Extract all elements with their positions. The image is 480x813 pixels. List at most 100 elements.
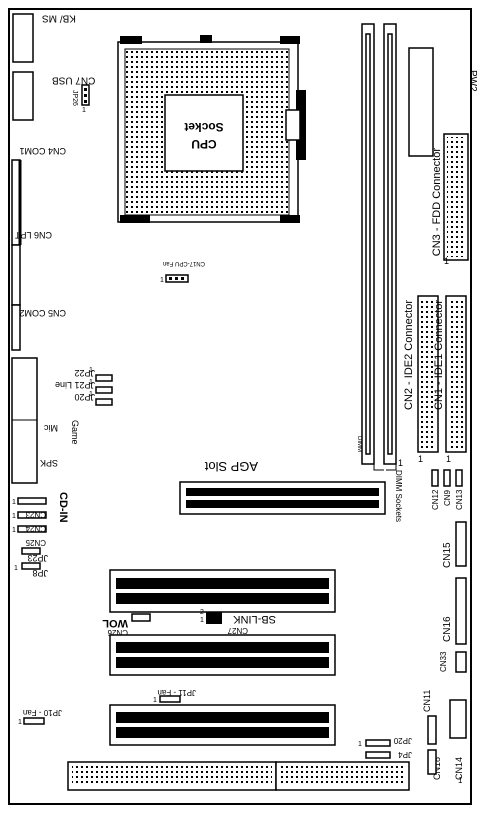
cn1-ide1-label: CN1 - IDE1 Connector xyxy=(433,300,445,410)
dimm-label: DIMM xyxy=(356,436,362,452)
jp11-fan-label: JP11 - Fan xyxy=(157,688,196,697)
jp21-jumper xyxy=(95,386,113,394)
jp8-label: JP8 xyxy=(32,568,48,578)
spk-label: SPK xyxy=(40,458,58,468)
pin2-marker: 2 xyxy=(200,609,204,616)
cn12-label: CN12 xyxy=(431,489,440,510)
pin1-marker: 1 xyxy=(18,719,22,726)
jp4-jumper xyxy=(365,751,391,759)
jp26-jumper xyxy=(81,84,90,106)
dimm-sockets-label: DIMM Sockets xyxy=(394,470,403,522)
cn23-label: CN23 xyxy=(25,510,46,519)
cn14-label: CN14 xyxy=(454,757,464,780)
jp21-line-label: JP21 Line xyxy=(55,380,95,390)
agp-slot xyxy=(179,481,386,515)
jp10-fan-header xyxy=(23,717,45,725)
cn26-label: CN26 xyxy=(107,628,128,637)
pin1-marker: 1 xyxy=(444,256,449,266)
pin1-marker: 1 xyxy=(358,741,362,748)
pin1-marker: 1 xyxy=(89,367,93,374)
dimm-socket-2 xyxy=(383,23,397,465)
pin1-marker: 1 xyxy=(446,454,451,464)
sb-link-header xyxy=(206,612,222,624)
cn16-label: CN16 xyxy=(442,616,453,642)
pin1-marker: 1 xyxy=(398,458,403,468)
board-outline xyxy=(8,8,472,805)
agp-slot-label: AGP Slot xyxy=(204,459,258,474)
cn9-label: CN9 xyxy=(443,489,452,506)
pin1-marker: 1 xyxy=(12,527,16,534)
bottom-connector-right xyxy=(275,761,410,791)
game-label: Game xyxy=(70,420,80,445)
jp23-label: JP23 xyxy=(27,553,48,563)
cn33-header xyxy=(455,651,467,673)
bottom-connector-left xyxy=(67,761,277,791)
pin1-marker: 1 xyxy=(200,617,204,624)
cn27-label: CN27 xyxy=(227,626,248,635)
cpu-socket xyxy=(117,35,306,223)
cn11-header xyxy=(427,715,437,745)
cn13-header xyxy=(455,469,463,487)
pin1-marker: 1 xyxy=(418,454,423,464)
jp22-jumper xyxy=(95,374,113,382)
mic-label: Mic xyxy=(44,423,58,433)
cn11-label: CN11 xyxy=(422,690,432,712)
wol-label: WOL xyxy=(102,617,128,629)
kbms-port xyxy=(12,13,34,63)
jp10-fan-label: JP10 - Fan xyxy=(23,708,62,717)
sb-link-label: SB-LINK xyxy=(233,613,276,625)
pw2-label: PW2 xyxy=(467,70,478,92)
dimm-socket-1 xyxy=(361,23,375,465)
kbms-label: KB/ MS xyxy=(42,12,76,23)
pin1-marker: 1 xyxy=(458,776,463,785)
jp20-left-label: JP20 xyxy=(74,392,95,402)
cn17-fan-label: CN17-CPU Fan xyxy=(163,260,205,266)
pci-slot-3 xyxy=(109,704,336,746)
cn25-header xyxy=(17,525,47,533)
dimm-bracket xyxy=(373,455,397,471)
cn5-com2-label: CN5 COM2 xyxy=(19,308,66,318)
pci-slot-2 xyxy=(109,634,336,676)
ide1-connector xyxy=(445,295,467,453)
jp20-bottom-jumper xyxy=(365,739,391,747)
cn4-com1-label: CN4 COM1 xyxy=(19,146,66,156)
cn9-header xyxy=(443,469,451,487)
usb-port xyxy=(12,71,34,121)
cn7-usb-label: CN7 USB xyxy=(52,74,96,85)
lpt-connector xyxy=(11,244,21,306)
cn14-header xyxy=(449,699,467,739)
pin1-marker: 1 xyxy=(153,697,157,704)
cn23-header xyxy=(17,497,47,505)
cn24-header xyxy=(17,511,47,519)
cn33-label: CN33 xyxy=(439,651,448,672)
cn3-fdd-label: CN3 - FDD Connector xyxy=(431,148,443,257)
pci-slot-1 xyxy=(109,569,336,613)
cn15-header xyxy=(455,521,467,567)
cn13-label: CN13 xyxy=(455,489,464,510)
pin1-marker: 1 xyxy=(89,391,93,398)
cd-in-label: CD-IN xyxy=(57,492,69,523)
cn17-fan-header xyxy=(165,274,189,283)
pin1-marker: 1 xyxy=(160,277,164,284)
pin1-marker: 1 xyxy=(82,107,86,114)
cn18-header xyxy=(427,749,437,775)
pin1-marker: 1 xyxy=(12,499,16,506)
cn24-label: CN24 xyxy=(25,524,46,533)
cn25-label: CN25 xyxy=(25,538,46,547)
jp26-label: JP26 xyxy=(71,90,78,106)
jp23-jumper xyxy=(21,547,41,555)
jp20-bottom-label: JP20 xyxy=(393,736,412,745)
pw2-connector xyxy=(408,47,434,157)
pin1-marker: 1 xyxy=(12,513,16,520)
wol-header xyxy=(131,613,151,622)
jp4-label: JP4 xyxy=(398,750,412,759)
pin1-marker: 1 xyxy=(14,565,18,572)
cn2-ide2-label: CN2 - IDE2 Connector xyxy=(403,300,415,410)
fdd-connector xyxy=(443,133,469,261)
cn18-label: CN18 xyxy=(432,757,442,780)
jp8-jumper xyxy=(21,562,41,570)
cn15-label: CN15 xyxy=(442,542,453,568)
cn12-header xyxy=(431,469,439,487)
cpu-label: CPU xyxy=(191,137,216,151)
